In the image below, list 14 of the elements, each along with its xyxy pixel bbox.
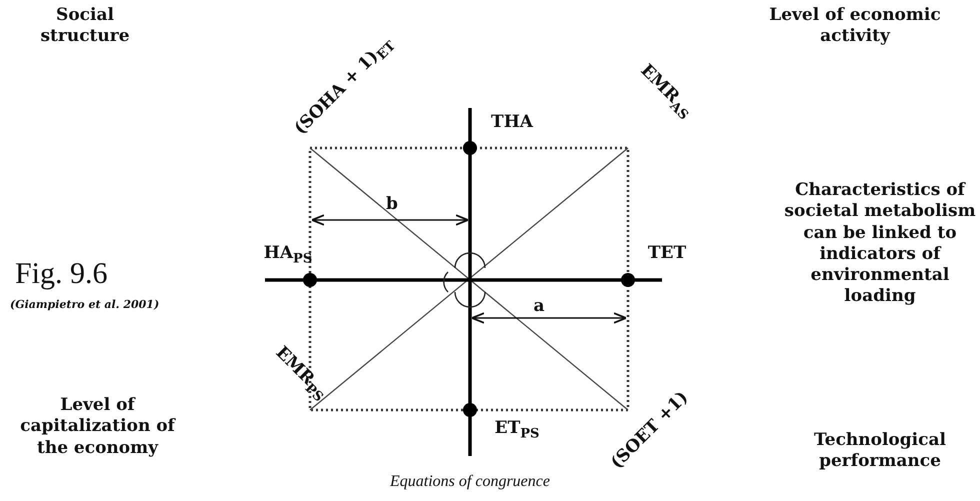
axis-label: HA$_{PS}$: [262, 243, 314, 268]
axis-label: THA: [490, 112, 534, 134]
heading-text: Technological performance: [813, 430, 947, 472]
citation-text: (Giampietro et al. 2001): [10, 298, 160, 312]
dimension-label: a: [532, 296, 546, 318]
axis-label: ET$_{PS}$: [494, 418, 540, 443]
axis-label: TET: [646, 243, 688, 264]
heading-text: Level of capitalization of the economy: [19, 395, 177, 459]
figure-number: Fig. 9.6: [15, 256, 109, 292]
heading-text: Social structure: [39, 5, 131, 48]
dimension-label: b: [385, 194, 399, 216]
caption-text: Equations of congruence: [388, 472, 551, 492]
heading-text: Level of economic activity: [768, 5, 942, 48]
description-text: Characteristics of societal metabolism can be linked to indicators of environmental loading: [783, 180, 977, 308]
